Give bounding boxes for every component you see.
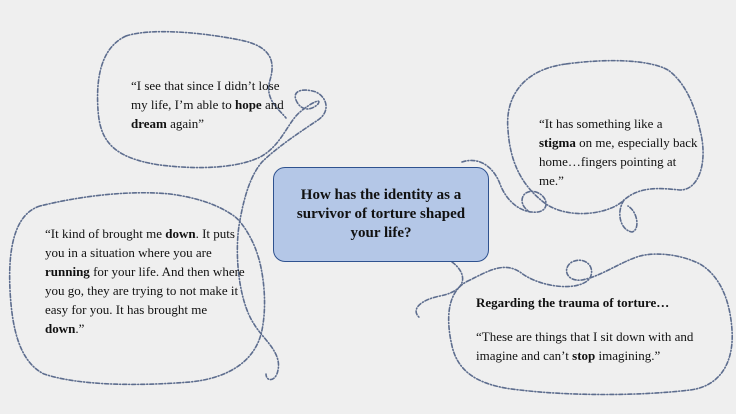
bubble-outline-top-right [506,59,704,215]
quote-trauma-heading: Regarding the trauma of torture… [476,295,670,310]
quote-hope-and-dream: “I see that since I didn’t lose my life,… [131,78,284,131]
bubble-outline-bottom-right [447,253,733,396]
bubble-outline-top-left [96,30,327,381]
quote-brought-me-down: “It kind of brought me down. It puts you… [45,226,245,336]
central-question-text: How has the identity as a survivor of to… [296,187,466,241]
bubble-tail-bottom-right [415,261,464,319]
bubble-outline-bottom-left [8,191,266,386]
bubble-tail-top-right [461,159,638,233]
quote-cant-stop-imagining: “These are things that I sit down with a… [476,329,694,363]
central-question-box: How has the identity as a survivor of to… [273,167,489,262]
quote-stigma: “It has something like a stigma on me, e… [539,116,698,188]
